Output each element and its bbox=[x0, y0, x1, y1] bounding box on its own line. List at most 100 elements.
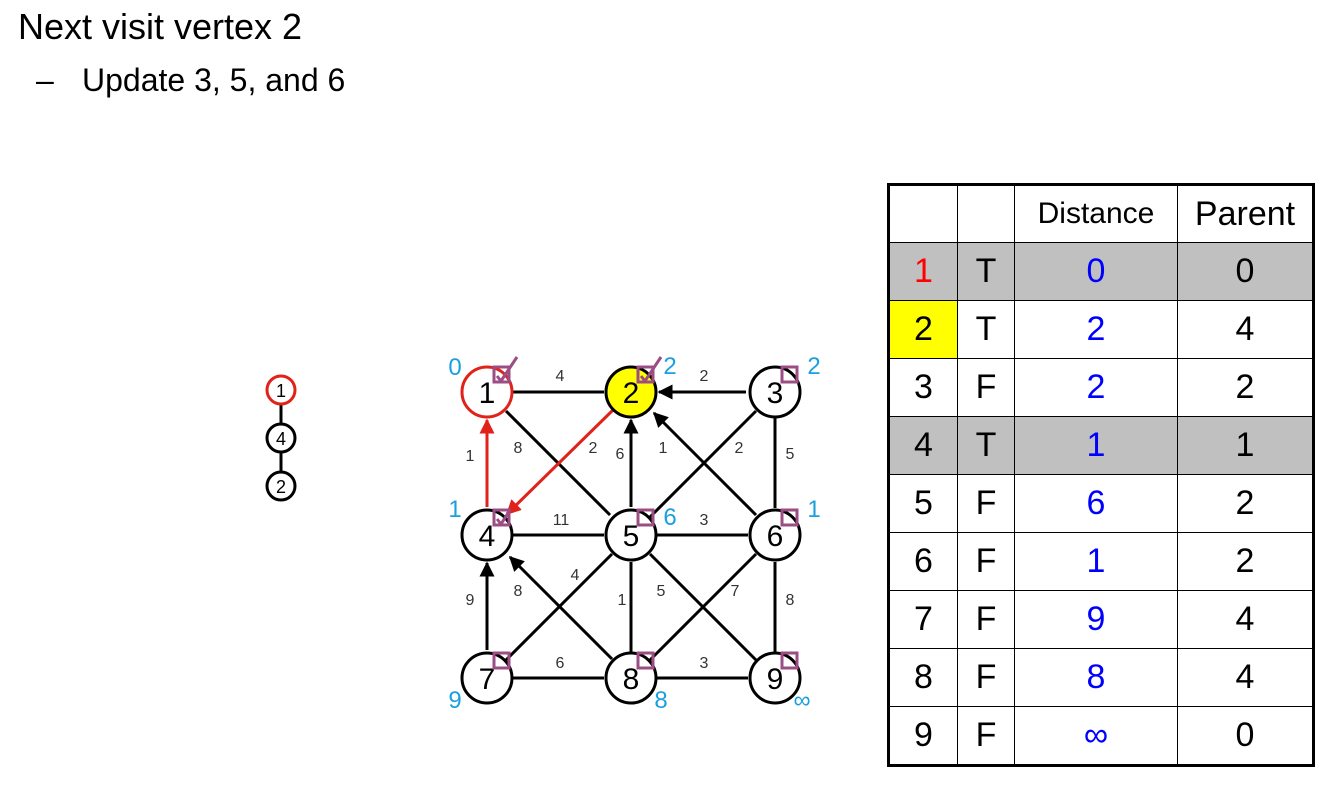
stack-node-label: 2 bbox=[276, 477, 286, 497]
slide-title: Next visit vertex 2 bbox=[18, 6, 303, 47]
visited-cell: F bbox=[957, 358, 1015, 417]
edge-weight: 8 bbox=[514, 440, 523, 457]
graph-vertices: 1 2 3 4 5 6 7 8 9 bbox=[460, 365, 802, 705]
parent-cell: 1 bbox=[1177, 416, 1314, 475]
unchecked-box-icon bbox=[780, 651, 799, 670]
distance-cell: 1 bbox=[1014, 416, 1178, 475]
edge-weight: 2 bbox=[700, 368, 709, 385]
bullet-item: –Update 3, 5, and 6 bbox=[36, 62, 345, 99]
parent-cell: 4 bbox=[1177, 300, 1314, 359]
vertex-cell-current: 2 bbox=[888, 300, 958, 359]
path-stack: 1 4 2 bbox=[265, 374, 297, 502]
edge-weight: 5 bbox=[786, 446, 795, 463]
table-row: 3 F 2 2 bbox=[888, 358, 1314, 417]
vertex-label: 5 bbox=[623, 520, 640, 553]
parent-cell: 4 bbox=[1177, 648, 1314, 707]
vertex-label: 8 bbox=[623, 663, 640, 696]
vertex-label: 6 bbox=[767, 520, 784, 553]
vertex-cell: 4 bbox=[888, 416, 958, 475]
table-row: 7 F 9 4 bbox=[888, 590, 1314, 649]
distance-cell: ∞ bbox=[1014, 706, 1178, 766]
stack-node bbox=[265, 374, 297, 406]
edge-weight: 2 bbox=[735, 440, 744, 457]
visited-cell: F bbox=[957, 474, 1015, 533]
edge-5-3 bbox=[648, 409, 758, 519]
vertex-distance: 1 bbox=[448, 496, 461, 523]
vertex-distance: 6 bbox=[663, 504, 676, 531]
visited-cell: F bbox=[957, 590, 1015, 649]
unchecked-box-icon bbox=[492, 651, 511, 670]
table-row: 5 F 6 2 bbox=[888, 474, 1314, 533]
distance-cell: 0 bbox=[1014, 242, 1178, 301]
table-row: 9 F ∞ 0 bbox=[888, 706, 1314, 766]
edge-weight: 1 bbox=[618, 592, 627, 609]
distance-cell: 9 bbox=[1014, 590, 1178, 649]
edge-7-5 bbox=[504, 552, 614, 662]
vertex-label: 2 bbox=[623, 377, 640, 410]
stack-node bbox=[265, 470, 297, 502]
dijkstra-table: Distance Parent 1 T 0 0 2 T 2 4 3 F 2 2 … bbox=[887, 183, 1315, 767]
edge-weight: 9 bbox=[466, 592, 475, 609]
vertex-5 bbox=[604, 508, 658, 562]
checkmark-icon bbox=[495, 356, 519, 384]
edge-weight: 7 bbox=[731, 583, 740, 600]
stack-node-label: 1 bbox=[276, 381, 286, 401]
edge-weight: 8 bbox=[786, 592, 795, 609]
parent-cell: 2 bbox=[1177, 474, 1314, 533]
vertex-markers bbox=[492, 356, 799, 670]
parent-cell: 0 bbox=[1177, 242, 1314, 301]
visited-cell: T bbox=[957, 416, 1015, 475]
unchecked-box-icon bbox=[636, 651, 655, 670]
edge-8-6 bbox=[648, 552, 758, 662]
edge-2-4 bbox=[505, 408, 615, 516]
parent-cell: 4 bbox=[1177, 590, 1314, 649]
vertex-3 bbox=[748, 365, 802, 419]
vertex-6 bbox=[748, 508, 802, 562]
vertex-distance: 2 bbox=[807, 353, 820, 380]
vertex-label: 1 bbox=[479, 377, 496, 410]
parent-cell: 0 bbox=[1177, 706, 1314, 766]
edge-weight: 11 bbox=[553, 512, 570, 529]
vertex-cell: 6 bbox=[888, 532, 958, 591]
vertex-label: 7 bbox=[479, 663, 496, 696]
vertex-distance: 0 bbox=[448, 354, 461, 381]
distance-cell: 6 bbox=[1014, 474, 1178, 533]
vertex-label: 3 bbox=[767, 377, 784, 410]
unchecked-box-icon bbox=[636, 508, 655, 527]
table-row: 1 T 0 0 bbox=[888, 242, 1314, 301]
vertex-cell: 7 bbox=[888, 590, 958, 649]
unchecked-box-icon bbox=[780, 365, 799, 384]
vertex-8 bbox=[604, 651, 658, 705]
table-row: 4 T 1 1 bbox=[888, 416, 1314, 475]
bullet-text: Update 3, 5, and 6 bbox=[82, 62, 346, 98]
distance-cell: 8 bbox=[1014, 648, 1178, 707]
distance-cell: 1 bbox=[1014, 532, 1178, 591]
stack-node bbox=[265, 422, 297, 454]
table-header-row: Distance Parent bbox=[888, 184, 1314, 243]
edge-weight: 4 bbox=[571, 567, 580, 584]
header-parent: Parent bbox=[1177, 184, 1314, 243]
vertex-distance: ∞ bbox=[793, 687, 810, 714]
edge-weight: 3 bbox=[700, 512, 709, 529]
vertex-distance: 2 bbox=[663, 353, 676, 380]
vertex-label: 4 bbox=[479, 520, 496, 553]
header-cell bbox=[957, 184, 1015, 243]
vertex-cell: 1 bbox=[888, 242, 958, 301]
distance-cell: 2 bbox=[1014, 358, 1178, 417]
parent-cell: 2 bbox=[1177, 358, 1314, 417]
edge-weight: 3 bbox=[700, 655, 709, 672]
vertex-distance: 9 bbox=[448, 687, 461, 714]
edge-weight: 8 bbox=[514, 583, 523, 600]
visited-cell: F bbox=[957, 648, 1015, 707]
table-row: 8 F 8 4 bbox=[888, 648, 1314, 707]
vertex-distance: 8 bbox=[654, 687, 667, 714]
vertex-cell: 5 bbox=[888, 474, 958, 533]
checkmark-icon bbox=[639, 356, 663, 384]
visited-cell: T bbox=[957, 242, 1015, 301]
edge-weight: 4 bbox=[556, 368, 565, 385]
edge-weight: 1 bbox=[466, 448, 475, 465]
edge-weight: 6 bbox=[616, 446, 625, 463]
vertex-9 bbox=[748, 651, 802, 705]
edge-weight: 1 bbox=[659, 440, 668, 457]
edge-weight: 2 bbox=[589, 440, 598, 457]
